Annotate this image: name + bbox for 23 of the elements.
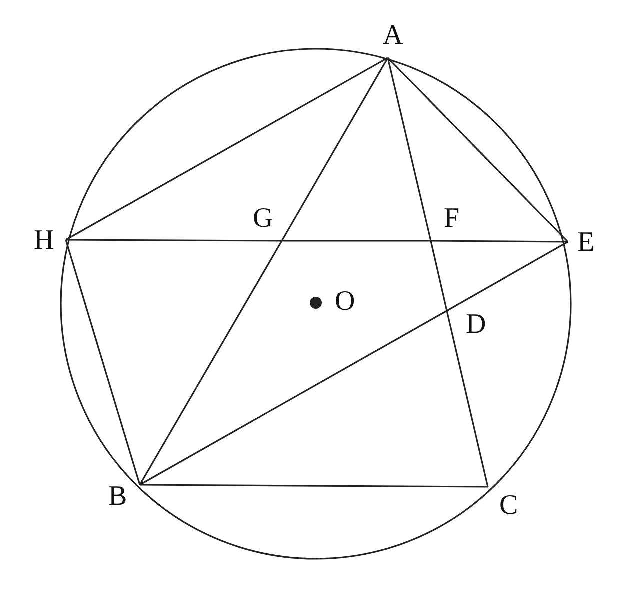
point-label: C bbox=[500, 492, 518, 520]
line-segment bbox=[387, 57, 569, 243]
line-segment bbox=[281, 58, 389, 242]
point-label: A bbox=[383, 22, 404, 50]
point-label: B bbox=[108, 483, 128, 511]
line-segment bbox=[282, 240, 431, 242]
line-segment bbox=[387, 58, 432, 242]
line-segment bbox=[446, 310, 489, 488]
line-segment bbox=[431, 240, 568, 243]
point-label: H bbox=[34, 227, 54, 255]
line-segment bbox=[446, 241, 568, 312]
line-segment bbox=[139, 240, 283, 486]
line-segment bbox=[66, 239, 282, 242]
point-label: O bbox=[335, 288, 356, 316]
line-segment bbox=[65, 240, 141, 486]
line-segment bbox=[140, 310, 448, 486]
line-segment bbox=[430, 240, 448, 312]
point-label: G bbox=[253, 205, 274, 233]
line-segment bbox=[66, 57, 388, 241]
point-label: E bbox=[578, 229, 595, 257]
point-label: F bbox=[444, 205, 460, 233]
point-label: D bbox=[466, 311, 486, 339]
line-segment bbox=[140, 484, 488, 488]
